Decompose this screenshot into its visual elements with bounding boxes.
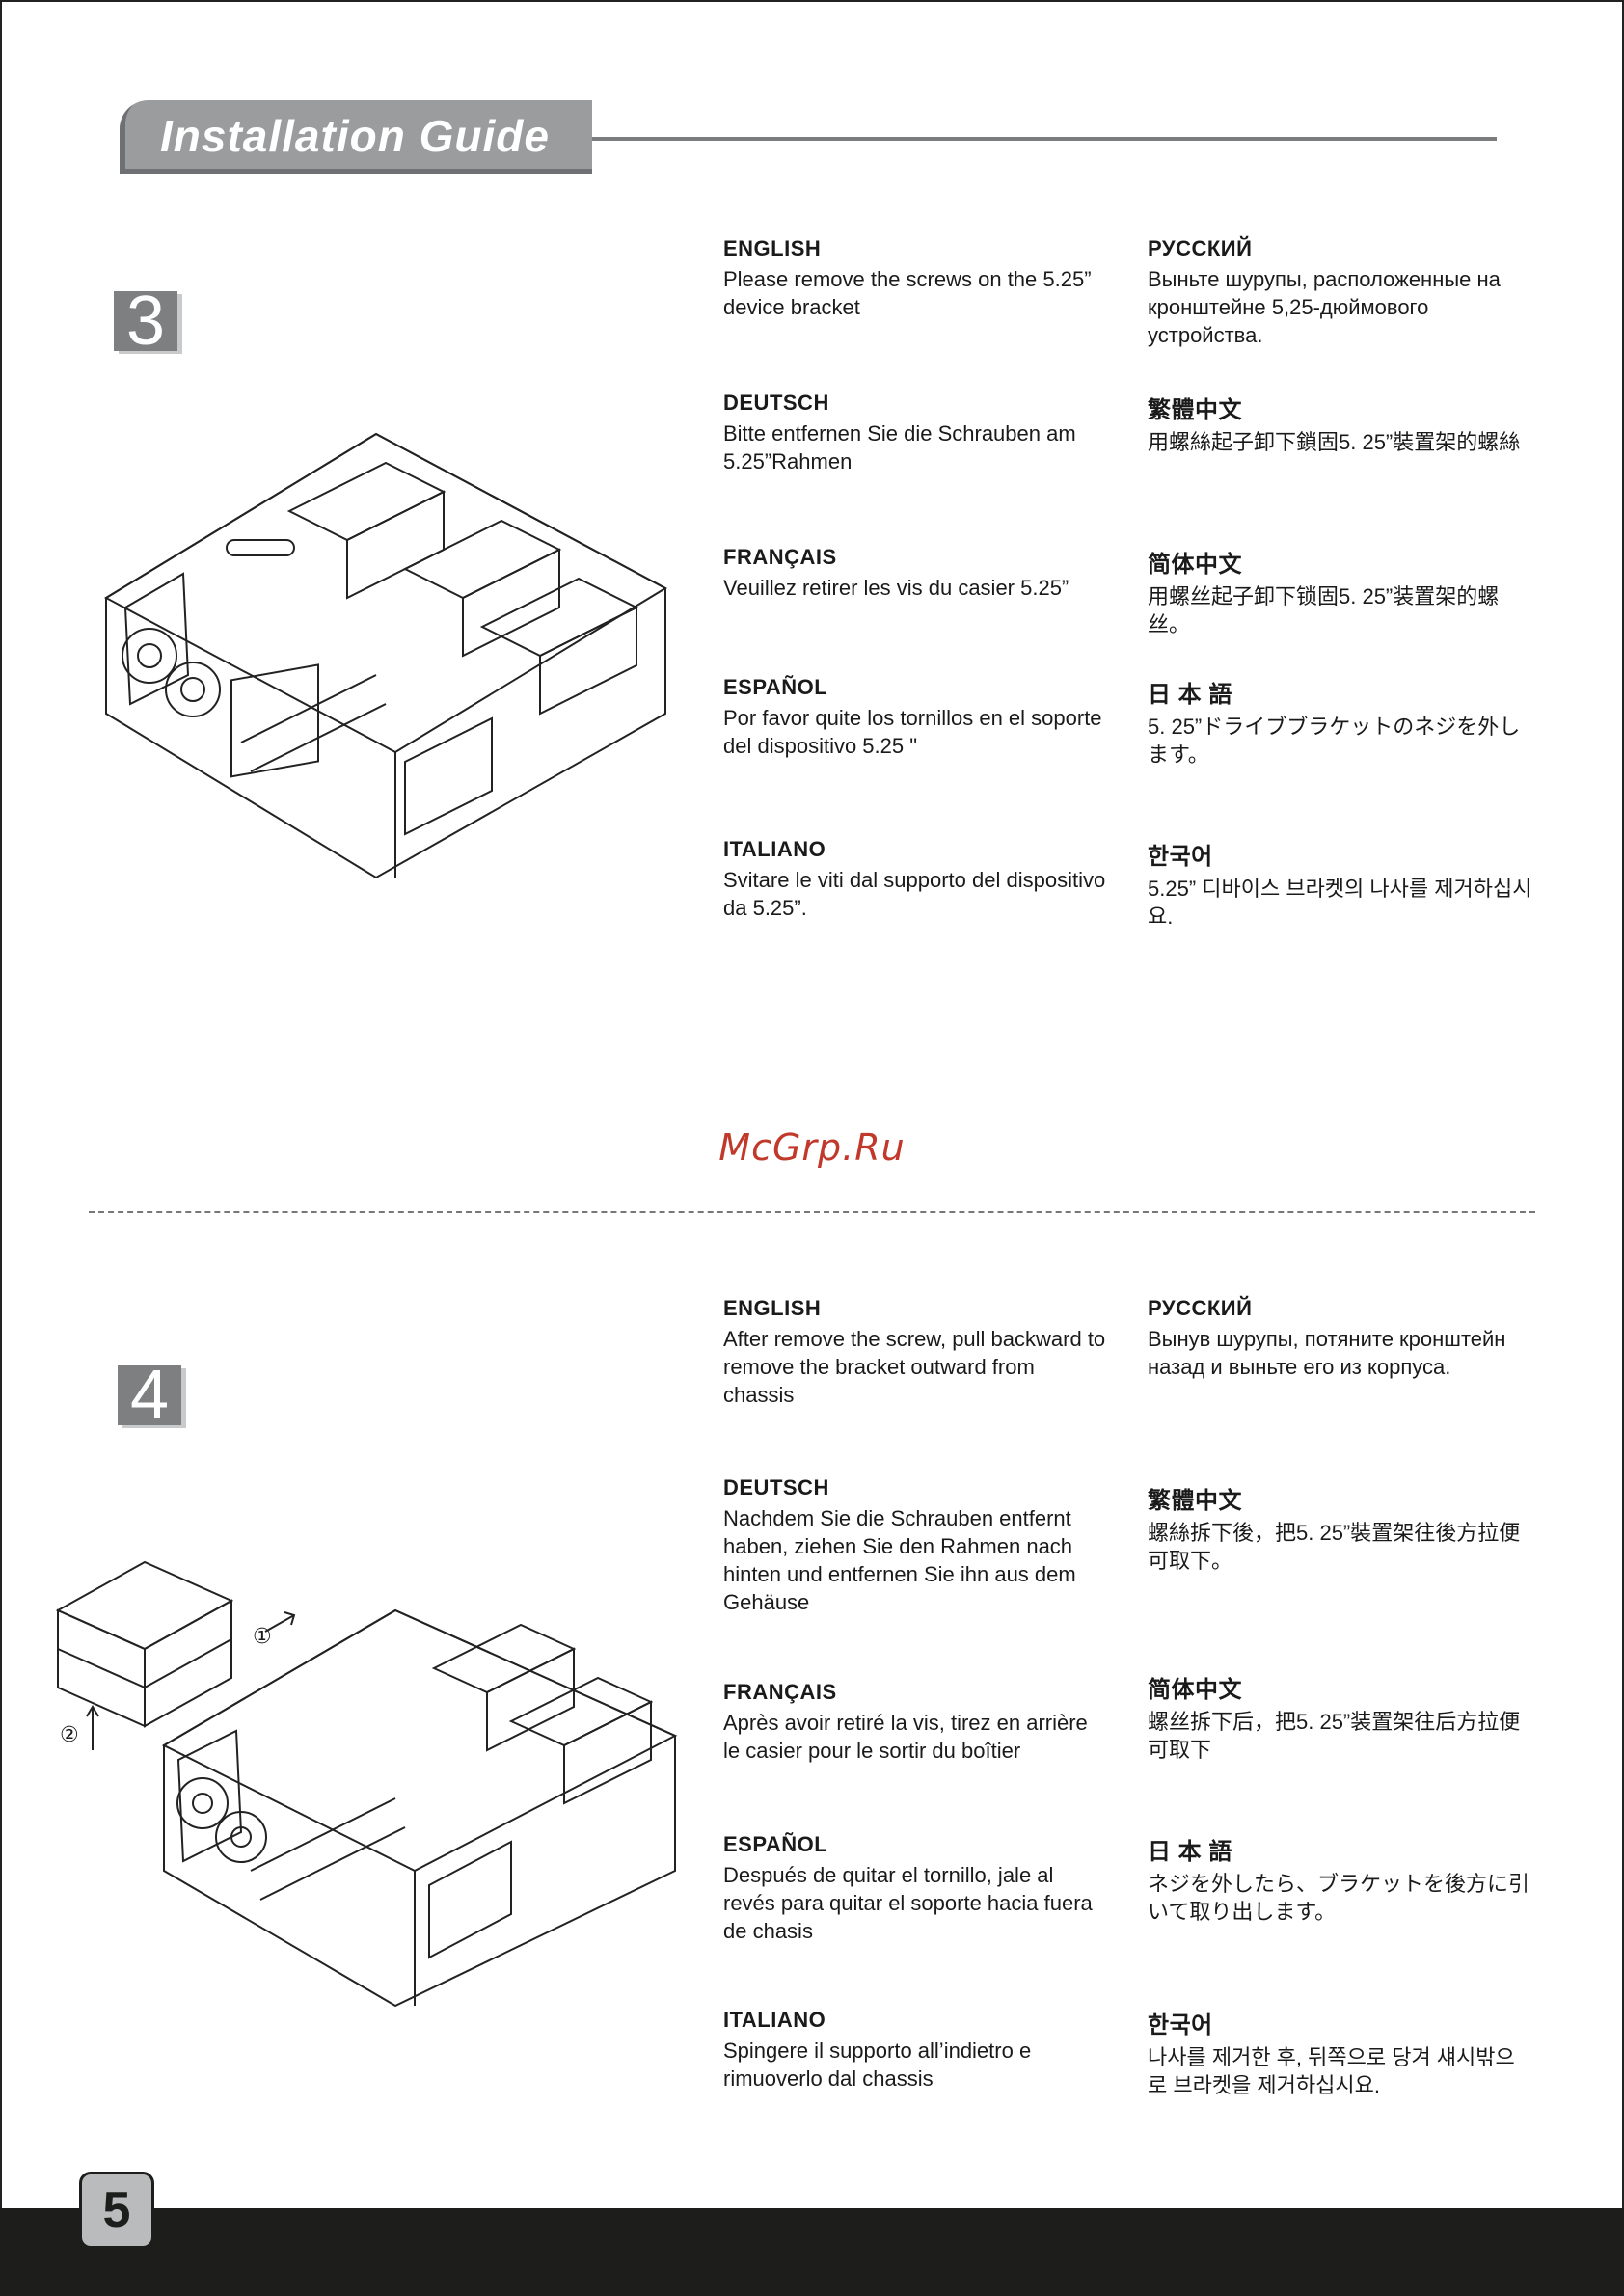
lang-heading: FRANÇAIS (723, 1680, 837, 1704)
lang-heading: РУССКИЙ (1148, 236, 1253, 260)
lang-heading: 日 本 語 (1148, 1839, 1232, 1865)
lang-heading: ESPAÑOL (723, 1832, 828, 1856)
instruction-text: 5. 25”ドライブブラケットのネジを外します。 (1148, 715, 1521, 767)
page-number: 5 (79, 2172, 154, 2249)
lang-heading: 简体中文 (1148, 1677, 1242, 1703)
lang-heading: FRANÇAIS (723, 545, 837, 569)
instruction-text: Après avoir retiré la vis, tirez en arri… (723, 1711, 1088, 1763)
step4-trad-chinese-block: 繁體中文 螺絲拆下後，把5. 25”裝置架往後方拉便可取下。 (1148, 1481, 1533, 1575)
chassis-illustration-step3 (103, 432, 668, 879)
page-border-right (1622, 0, 1624, 2208)
step4-russian-block: РУССКИЙ Вынув шурупы, потяните кронштейн… (1148, 1296, 1533, 1381)
lang-heading: DEUTSCH (723, 391, 829, 415)
lang-heading: 日 本 語 (1148, 682, 1232, 708)
instruction-text: 用螺絲起子卸下鎖固5. 25”裝置架的螺絲 (1148, 430, 1521, 454)
step4-german-block: DEUTSCH Nachdem Sie die Schrauben entfer… (723, 1475, 1109, 1616)
step3-german-block: DEUTSCH Bitte entfernen Sie die Schraube… (723, 391, 1109, 475)
step4-french-block: FRANÇAIS Après avoir retiré la vis, tire… (723, 1680, 1109, 1765)
step-4-number: 4 (118, 1361, 181, 1430)
page-border-top (0, 0, 1624, 2)
page-border-left (0, 0, 2, 2208)
instruction-text: Bitte entfernen Sie die Schrauben am 5.2… (723, 421, 1076, 473)
instruction-text: Por favor quite los tornillos en el sopo… (723, 706, 1102, 758)
instruction-text: Nachdem Sie die Schrauben entfernt haben… (723, 1506, 1076, 1614)
lang-heading: 한국어 (1148, 2012, 1213, 2039)
step3-french-block: FRANÇAIS Veuillez retirer les vis du cas… (723, 545, 1109, 602)
instruction-text: 螺丝拆下后，把5. 25”装置架往后方拉便可取下 (1148, 1710, 1521, 1762)
lang-heading: ENGLISH (723, 236, 822, 260)
step-3-number: 3 (114, 286, 177, 356)
instruction-text: 나사를 제거한 후, 뒤쪽으로 당겨 섀시밖으로 브라켓을 제거하십시요. (1148, 2045, 1515, 2097)
instruction-text: 5.25” 디바이스 브라켓의 나사를 제거하십시요. (1148, 877, 1532, 929)
chassis-illustration-step4 (55, 1560, 678, 2008)
header-tab (120, 100, 592, 174)
instruction-text: Svitare le viti dal supporto del disposi… (723, 868, 1106, 920)
instruction-text: ネジを外したら、ブラケットを後方に引いて取り出します。 (1148, 1872, 1530, 1924)
step3-trad-chinese-block: 繁體中文 用螺絲起子卸下鎖固5. 25”裝置架的螺絲 (1148, 391, 1533, 456)
instruction-text: Вынув шурупы, потяните кронштейн назад и… (1148, 1327, 1506, 1379)
instruction-text: 螺絲拆下後，把5. 25”裝置架往後方拉便可取下。 (1148, 1521, 1521, 1573)
step3-english-block: ENGLISH Please remove the screws on the … (723, 236, 1109, 321)
instruction-text: Spingere il supporto all’indietro e rimu… (723, 2039, 1032, 2091)
header-rule (592, 137, 1497, 141)
step4-korean-block: 한국어 나사를 제거한 후, 뒤쪽으로 당겨 섀시밖으로 브라켓을 제거하십시요… (1148, 2006, 1533, 2099)
step3-japanese-block: 日 本 語 5. 25”ドライブブラケットのネジを外します。 (1148, 675, 1533, 769)
lang-heading: 한국어 (1148, 844, 1213, 870)
lang-heading: РУССКИЙ (1148, 1296, 1253, 1320)
step3-simp-chinese-block: 简体中文 用螺丝起子卸下锁固5. 25”装置架的螺丝。 (1148, 545, 1533, 638)
instruction-text: Выньте шурупы, расположенные на кронштей… (1148, 267, 1501, 347)
instruction-text: 用螺丝起子卸下锁固5. 25”装置架的螺丝。 (1148, 584, 1500, 636)
step3-korean-block: 한국어 5.25” 디바이스 브라켓의 나사를 제거하십시요. (1148, 837, 1533, 931)
section-divider (89, 1211, 1535, 1213)
footer-bar (0, 2208, 1624, 2296)
step4-italian-block: ITALIANO Spingere il supporto all’indiet… (723, 2008, 1109, 2093)
lang-heading: 繁體中文 (1148, 397, 1242, 423)
step4-japanese-block: 日 本 語 ネジを外したら、ブラケットを後方に引いて取り出します。 (1148, 1832, 1533, 1926)
watermark: McGrp.Ru (718, 1126, 906, 1169)
instruction-text: Después de quitar el tornillo, jale al r… (723, 1863, 1093, 1943)
lang-heading: ESPAÑOL (723, 675, 828, 699)
step3-italian-block: ITALIANO Svitare le viti dal supporto de… (723, 837, 1109, 922)
callout-1: ① (253, 1624, 272, 1648)
step3-russian-block: РУССКИЙ Выньте шурупы, расположенные на … (1148, 236, 1533, 349)
lang-heading: ITALIANO (723, 837, 826, 861)
instruction-text: Veuillez retirer les vis du casier 5.25” (723, 576, 1069, 600)
lang-heading: ITALIANO (723, 2008, 826, 2032)
instruction-text: Please remove the screws on the 5.25” de… (723, 267, 1092, 319)
lang-heading: 简体中文 (1148, 552, 1242, 578)
page-title: Installation Guide (160, 111, 550, 161)
step4-simp-chinese-block: 简体中文 螺丝拆下后，把5. 25”装置架往后方拉便可取下 (1148, 1670, 1533, 1764)
step4-spanish-block: ESPAÑOL Después de quitar el tornillo, j… (723, 1832, 1109, 1945)
callout-2: ② (60, 1722, 79, 1746)
lang-heading: ENGLISH (723, 1296, 822, 1320)
step4-english-block: ENGLISH After remove the screw, pull bac… (723, 1296, 1109, 1409)
instruction-text: After remove the screw, pull backward to… (723, 1327, 1106, 1407)
lang-heading: DEUTSCH (723, 1475, 829, 1499)
step3-spanish-block: ESPAÑOL Por favor quite los tornillos en… (723, 675, 1109, 760)
lang-heading: 繁體中文 (1148, 1488, 1242, 1514)
